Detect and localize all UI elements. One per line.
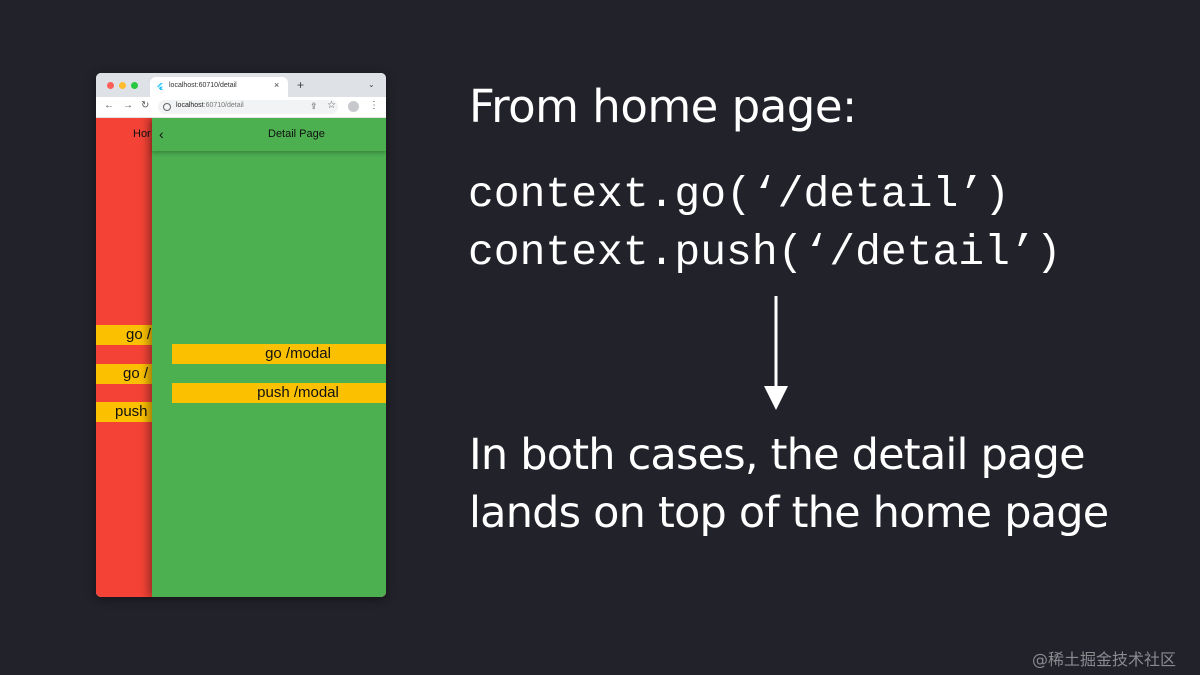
url-host: localhost bbox=[176, 102, 204, 109]
detail-page: ‹ Detail Page go /modal push /modal bbox=[152, 118, 386, 597]
caption-line-2: lands on top of the home page bbox=[469, 488, 1109, 538]
profile-avatar-icon[interactable] bbox=[348, 101, 359, 112]
bookmark-star-icon[interactable]: ☆ bbox=[327, 100, 336, 111]
browser-toolbar: ← → ↻ localhost:60710/detail ⇪ ☆ ⋮ bbox=[96, 97, 386, 118]
tab-title: localhost:60710/detail bbox=[169, 82, 237, 89]
push-modal-label: push /modal bbox=[257, 384, 339, 401]
reload-icon[interactable]: ↻ bbox=[141, 100, 150, 111]
tab-search-icon[interactable]: ⌄ bbox=[368, 80, 375, 89]
address-bar[interactable]: localhost:60710/detail bbox=[158, 100, 338, 114]
back-arrow-icon[interactable]: ‹ bbox=[159, 126, 164, 142]
caption-line-1: In both cases, the detail page bbox=[469, 430, 1086, 480]
watermark: @稀土掘金技术社区 bbox=[1032, 650, 1177, 669]
home-go-label: go / bbox=[126, 326, 152, 343]
new-tab-icon[interactable]: + bbox=[297, 78, 305, 92]
home-push-label: push bbox=[115, 403, 148, 420]
down-arrow-icon bbox=[764, 296, 788, 410]
site-info-icon[interactable] bbox=[163, 103, 171, 111]
tab-bar: localhost:60710/detail × + ⌄ bbox=[96, 73, 386, 97]
close-tab-icon[interactable]: × bbox=[274, 80, 280, 90]
home-page-title: Hor bbox=[133, 128, 151, 140]
go-modal-button[interactable]: go /modal bbox=[172, 344, 386, 364]
back-icon[interactable]: ← bbox=[104, 100, 114, 111]
close-window-button[interactable] bbox=[107, 82, 114, 89]
url-path: :60710/detail bbox=[203, 102, 244, 109]
code-push-line: context.push(‘/detail’) bbox=[468, 228, 1062, 277]
code-go-line: context.go(‘/detail’) bbox=[468, 170, 1010, 219]
share-icon[interactable]: ⇪ bbox=[310, 101, 318, 111]
detail-app-bar: ‹ Detail Page bbox=[152, 118, 386, 151]
maximize-window-button[interactable] bbox=[131, 82, 138, 89]
flutter-icon bbox=[157, 83, 163, 90]
forward-icon[interactable]: → bbox=[123, 100, 133, 111]
url-text: localhost:60710/detail bbox=[176, 102, 244, 109]
go-modal-label: go /modal bbox=[265, 345, 331, 362]
slide-heading: From home page: bbox=[469, 80, 857, 133]
browser-tab[interactable]: localhost:60710/detail × bbox=[150, 77, 288, 97]
browser-window: localhost:60710/detail × + ⌄ ← → ↻ local… bbox=[96, 73, 386, 597]
push-modal-button[interactable]: push /modal bbox=[172, 383, 386, 403]
home-go-label-2: go / bbox=[123, 365, 149, 382]
detail-page-title: Detail Page bbox=[268, 128, 325, 140]
minimize-window-button[interactable] bbox=[119, 82, 126, 89]
browser-menu-icon[interactable]: ⋮ bbox=[369, 100, 379, 111]
app-viewport: Hor go / go / push ‹ Detail Page go /mod… bbox=[96, 118, 386, 597]
